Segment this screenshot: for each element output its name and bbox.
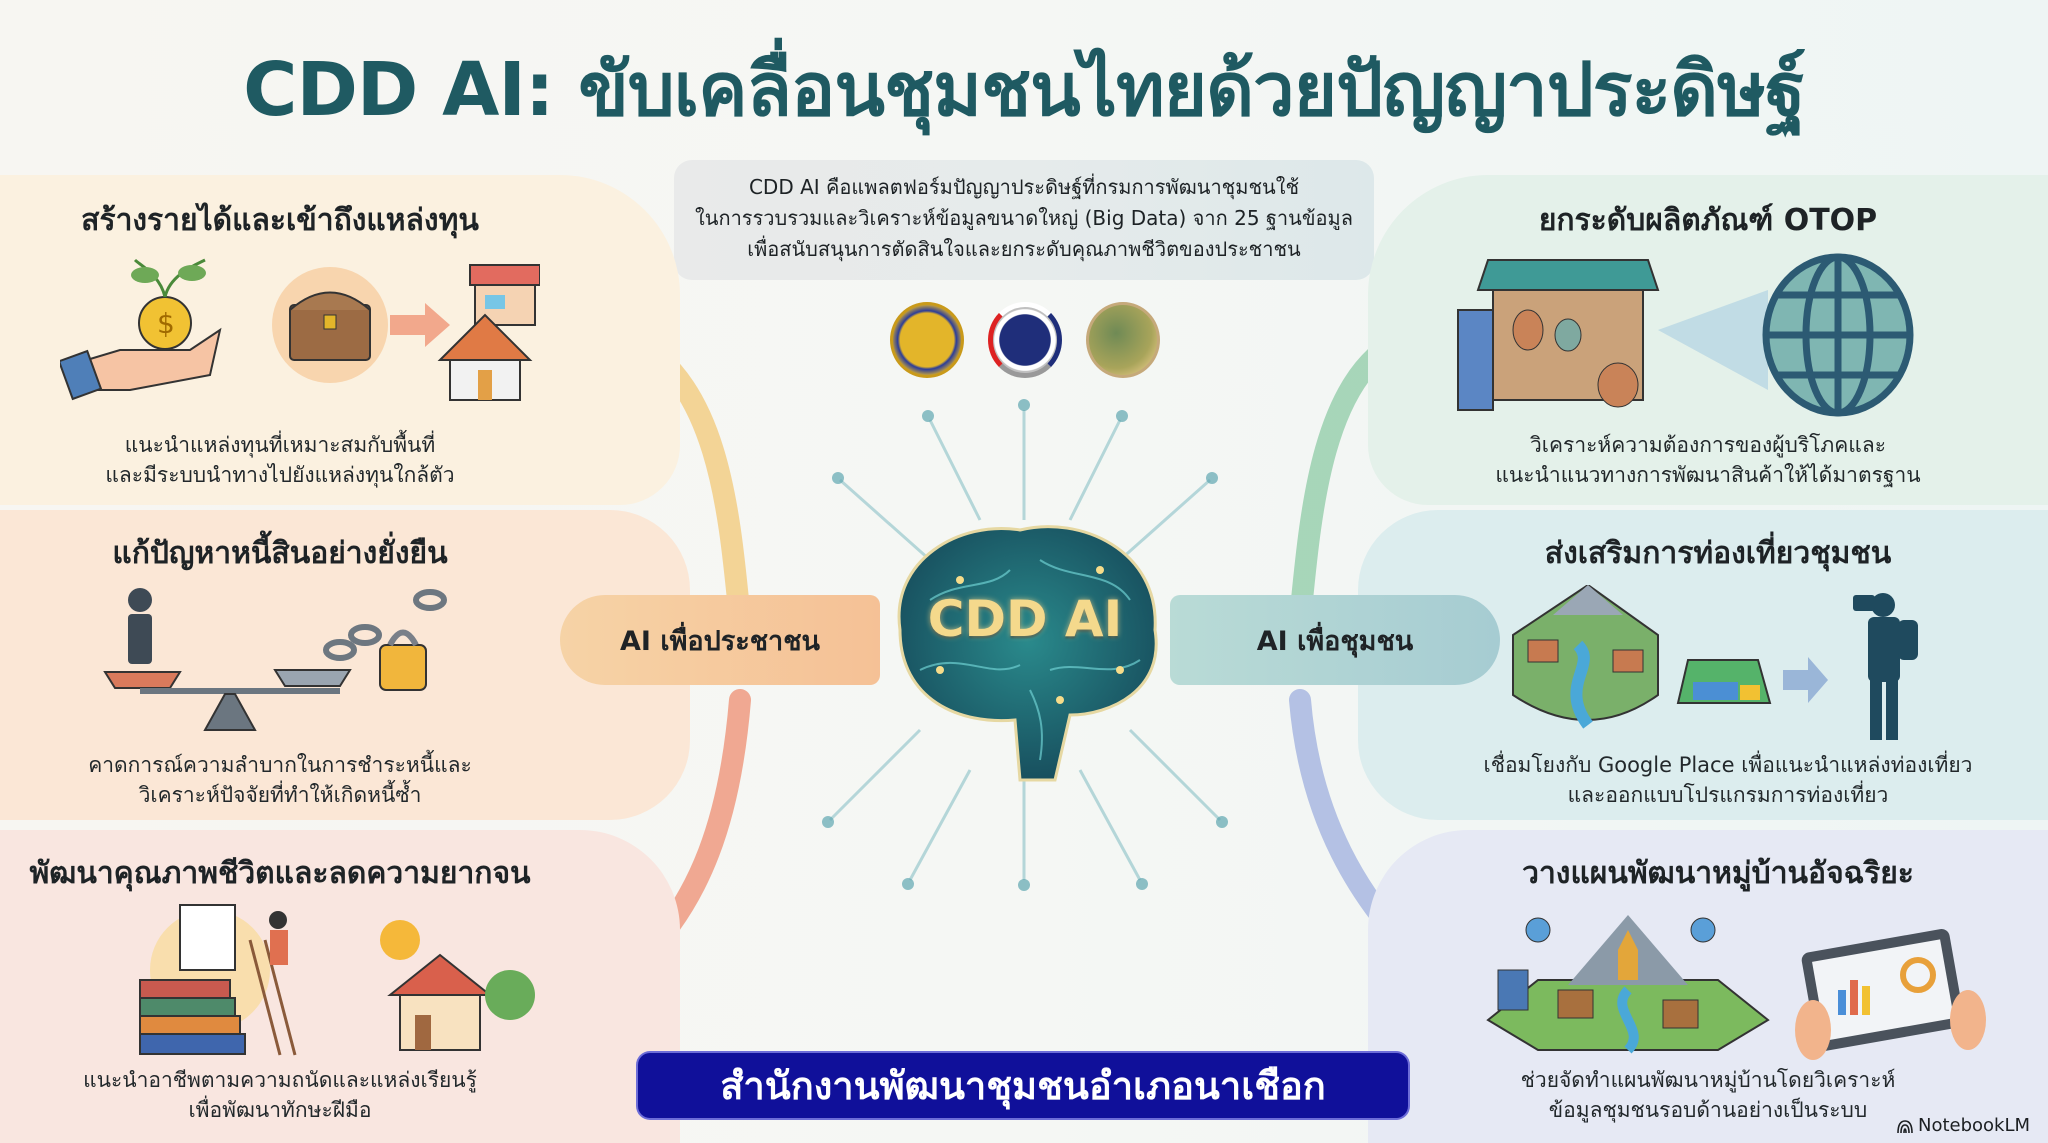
branch-ai-for-community: AI เพื่อชุมชน bbox=[1170, 595, 1500, 685]
tourism-illustration bbox=[1512, 585, 1918, 740]
panel-description: คาดการณ์ความลำบากในการชำระหนี้และ วิเครา… bbox=[88, 753, 472, 807]
panel-income-funding: สร้างรายได้และเข้าถึงแหล่งทุน $ bbox=[0, 175, 680, 505]
panel-description: เชื่อมโยงกับ Google Place เพื่อแนะนำแหล่… bbox=[1483, 753, 1973, 807]
panel-title: แก้ปัญหาหนี้สินอย่างยั่งยืน bbox=[112, 536, 448, 571]
tree-emblem-icon bbox=[1086, 302, 1161, 378]
treasure-chest-icon bbox=[272, 267, 388, 383]
panel-description: ช่วยจัดทำแผนพัฒนาหมู่บ้านโดยวิเคราะห์ ข้… bbox=[1520, 1068, 1896, 1122]
ministry-seal-icon bbox=[890, 302, 964, 378]
brain-circuit-icon bbox=[897, 525, 1158, 782]
central-brain: CDD AI bbox=[870, 500, 1180, 790]
center-label: CDD AI bbox=[927, 590, 1123, 648]
intro-line: เพื่อสนับสนุนการตัดสินใจและยกระดับคุณภาพ… bbox=[747, 237, 1301, 261]
svg-text:$: $ bbox=[157, 307, 175, 340]
intro-line: ในการรวบรวมและวิเคราะห์ข้อมูลขนาดใหญ่ (B… bbox=[695, 206, 1353, 230]
debt-illustration bbox=[103, 588, 447, 731]
panel-description: แนะนำอาชีพตามความถนัดและแหล่งเรียนรู้ เพ… bbox=[83, 1068, 477, 1122]
notebooklm-watermark: NotebookLM bbox=[1896, 1115, 2030, 1136]
person-on-scale-icon bbox=[103, 588, 352, 731]
quality-life-illustration bbox=[139, 904, 535, 1056]
village-landscape-icon bbox=[1512, 585, 1659, 729]
photographer-icon bbox=[1853, 593, 1918, 740]
cdd-logo-icon bbox=[987, 302, 1063, 378]
office-name-badge: สำนักงานพัฒนาชุมชนอำเภอนาเชือก bbox=[638, 1053, 1408, 1118]
panel-smart-village: วางแผนพัฒนาหมู่บ้านอัจฉริยะ ช่วยจัดทำแผน… bbox=[1368, 830, 2048, 1143]
temple-icon bbox=[437, 313, 533, 401]
map-icon bbox=[1676, 659, 1772, 704]
globe-icon bbox=[1762, 253, 1914, 417]
branch-ai-for-people: AI เพื่อประชาชน bbox=[560, 595, 880, 685]
panel-title: ยกระดับผลิตภัณฑ์ OTOP bbox=[1538, 203, 1878, 238]
shop-icon bbox=[469, 264, 540, 326]
panel-title: ส่งเสริมการท่องเที่ยวชุมชน bbox=[1544, 536, 1892, 571]
market-stall-icon bbox=[1457, 259, 1660, 411]
arrow-right-icon bbox=[1783, 657, 1828, 703]
hand-coin-plant-icon: $ bbox=[60, 258, 222, 401]
panel-description: วิเคราะห์ความต้องการของผู้บริโภคและ แนะน… bbox=[1495, 433, 1921, 487]
notebooklm-logo-icon bbox=[1897, 1119, 1913, 1133]
logo-row bbox=[890, 302, 1161, 380]
smart-village-illustration bbox=[1486, 915, 1986, 1060]
panel-title: พัฒนาคุณภาพชีวิตและลดความยากจน bbox=[29, 856, 531, 891]
funding-illustration: $ bbox=[60, 258, 540, 401]
panel-description: แนะนำแหล่งทุนที่เหมาะสมกับพื้นที่ และมีร… bbox=[105, 433, 455, 487]
panel-quality-of-life: พัฒนาคุณภาพชีวิตและลดความยากจน แนะนำอาชี… bbox=[0, 830, 680, 1143]
otop-illustration bbox=[1457, 253, 1914, 417]
intro-description: CDD AI คือแพลตฟอร์มปัญญาประดิษฐ์ที่กรมกา… bbox=[674, 160, 1374, 280]
arrow-right-icon bbox=[390, 303, 450, 347]
intro-line: CDD AI คือแพลตฟอร์มปัญญาประดิษฐ์ที่กรมกา… bbox=[748, 175, 1300, 199]
broken-chain-lock-icon bbox=[323, 589, 447, 691]
smart-village-icon bbox=[1486, 915, 1770, 1054]
books-ladder-certificate-icon bbox=[139, 904, 297, 1056]
watermark-label: NotebookLM bbox=[1918, 1115, 2031, 1136]
tablet-dashboard-icon bbox=[1795, 929, 1986, 1060]
house-sun-icon bbox=[380, 920, 535, 1051]
panel-title: วางแผนพัฒนาหมู่บ้านอัจฉริยะ bbox=[1522, 856, 1914, 891]
panel-title: สร้างรายได้และเข้าถึงแหล่งทุน bbox=[81, 203, 479, 238]
page-title: CDD AI: ขับเคลื่อนชุมชนไทยด้วยปัญญาประดิ… bbox=[243, 47, 1806, 133]
panel-otop: ยกระดับผลิตภัณฑ์ OTOP วิเคราะห์ความต้องก… bbox=[1368, 175, 2048, 505]
